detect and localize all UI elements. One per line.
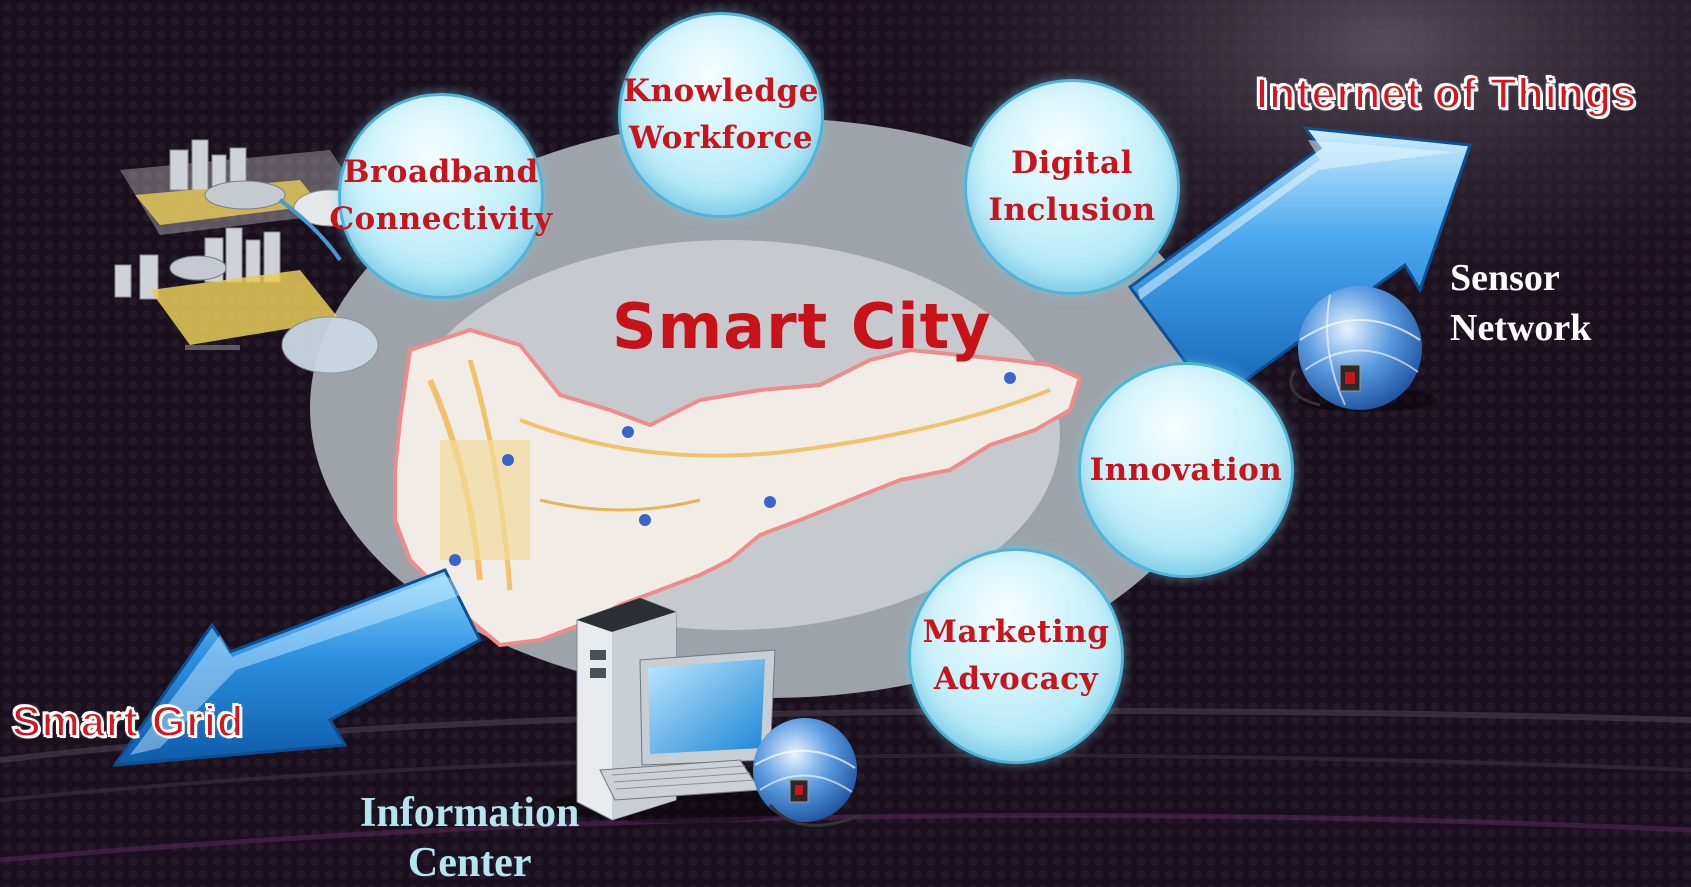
bubble-label: Digital Inclusion — [988, 145, 1156, 228]
bubble-label: Innovation — [1089, 451, 1283, 488]
smart-grid-arrow — [111, 568, 482, 767]
map-illustration — [393, 327, 1083, 648]
internet-of-things-label: Internet of Things — [1255, 69, 1638, 119]
bubble-knowledge-workforce: Knowledge Workforce — [618, 12, 824, 218]
internet-of-things-arrow — [1127, 126, 1473, 405]
bubble-label: Broadband Connectivity — [329, 154, 553, 237]
diagram-title: Smart City — [612, 290, 992, 363]
sensor-network-label: Sensor Network — [1450, 257, 1592, 349]
globe-icon — [753, 718, 861, 827]
bubble-broadband-connectivity: Broadband Connectivity — [329, 93, 552, 299]
bubble-label: Knowledge Workforce — [623, 73, 819, 156]
bubble-innovation: Innovation — [1078, 362, 1294, 578]
bubble-digital-inclusion: Digital Inclusion — [964, 79, 1180, 295]
smart-grid-label: Smart Grid — [11, 697, 245, 747]
globe-icon — [1289, 286, 1438, 412]
bubble-label: Marketing Advocacy — [922, 614, 1110, 697]
computer-icon — [550, 597, 810, 823]
bubble-marketing-advocacy: Marketing Advocacy — [908, 548, 1124, 764]
information-center-label: Information Center — [360, 790, 580, 886]
